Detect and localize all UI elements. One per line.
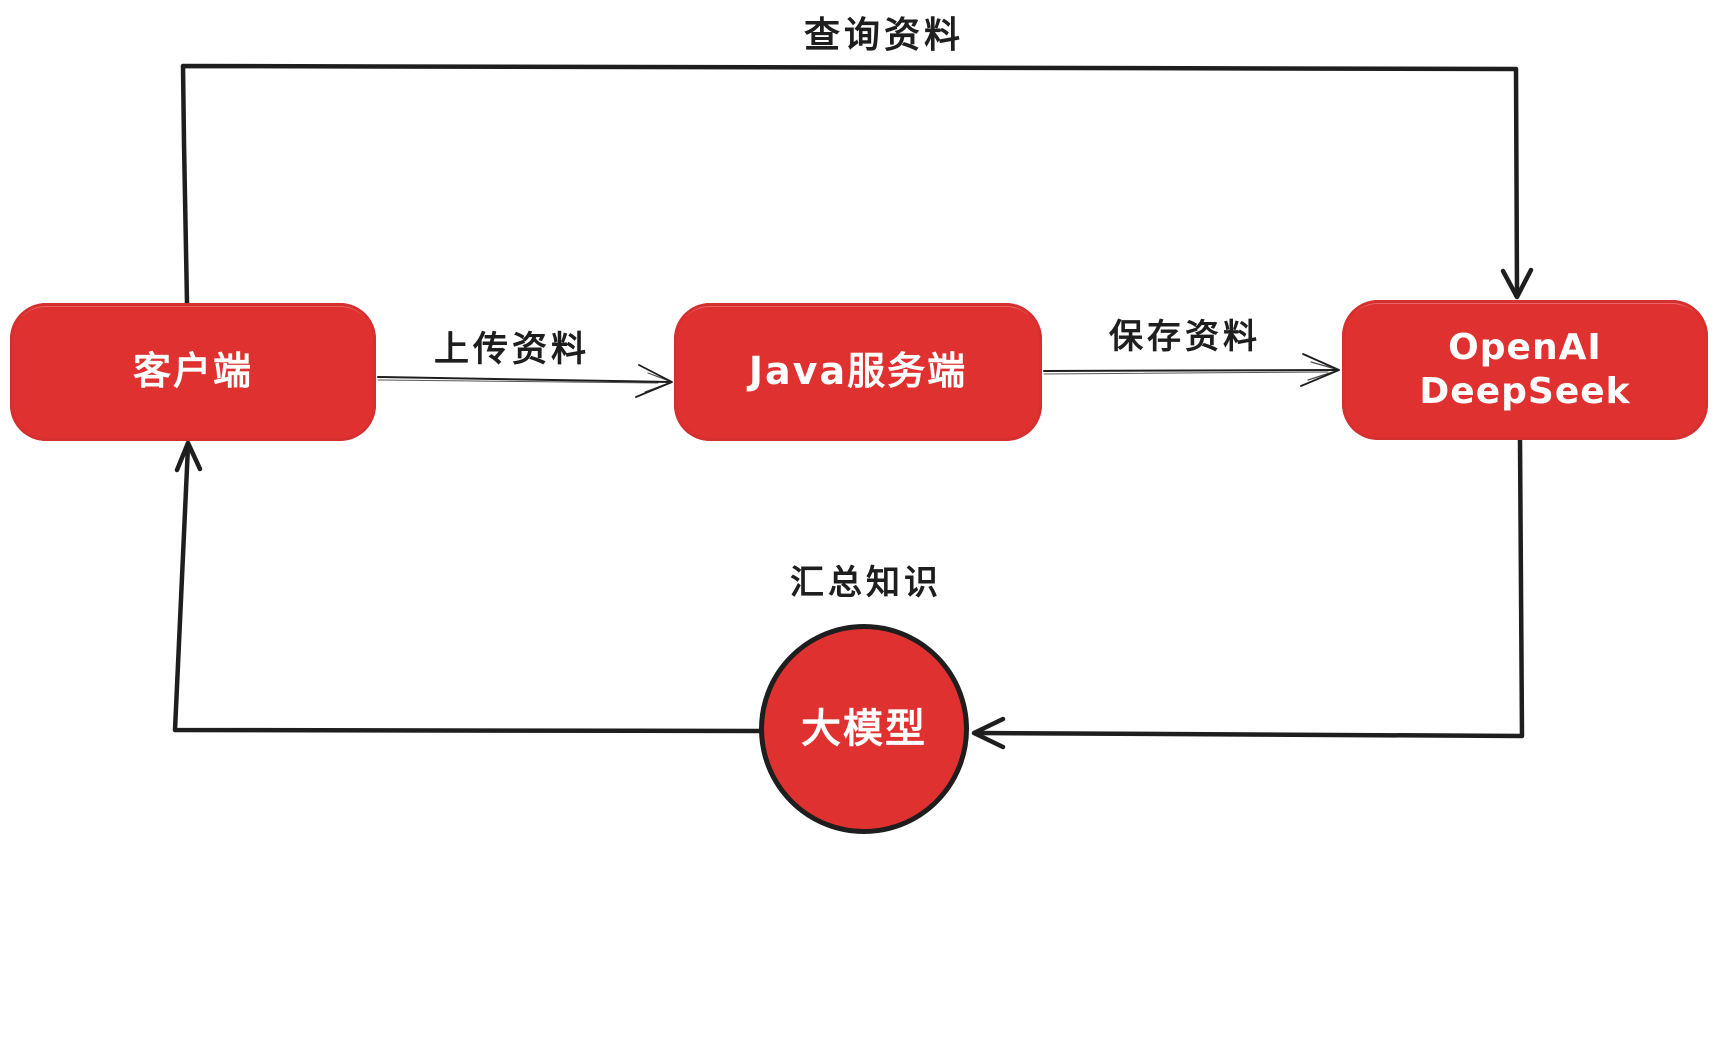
node-java-server: Java服务端 bbox=[674, 303, 1042, 441]
node-openai-label-line2: DeepSeek bbox=[1419, 371, 1631, 412]
query-arrow bbox=[180, 63, 1534, 306]
edge-label-summarize: 汇总知识 bbox=[790, 563, 942, 603]
upload-arrow bbox=[377, 364, 673, 398]
node-client: 客户端 bbox=[10, 303, 376, 441]
node-large-model-label: 大模型 bbox=[801, 706, 927, 752]
save-to-model-arrow bbox=[971, 437, 1525, 750]
save-arrow bbox=[1043, 353, 1340, 387]
node-large-model: 大模型 bbox=[759, 624, 969, 834]
edge-label-save: 保存资料 bbox=[1109, 317, 1261, 357]
node-client-label: 客户端 bbox=[132, 349, 253, 394]
node-openai-deepseek: OpenAI DeepSeek bbox=[1342, 300, 1708, 440]
model-to-client-arrow bbox=[172, 440, 763, 734]
edge-label-query: 查询资料 bbox=[803, 15, 965, 56]
edge-label-upload: 上传资料 bbox=[433, 330, 591, 370]
node-openai-label-line1: OpenAI bbox=[1448, 327, 1602, 368]
node-java-server-label: Java服务端 bbox=[748, 349, 968, 394]
